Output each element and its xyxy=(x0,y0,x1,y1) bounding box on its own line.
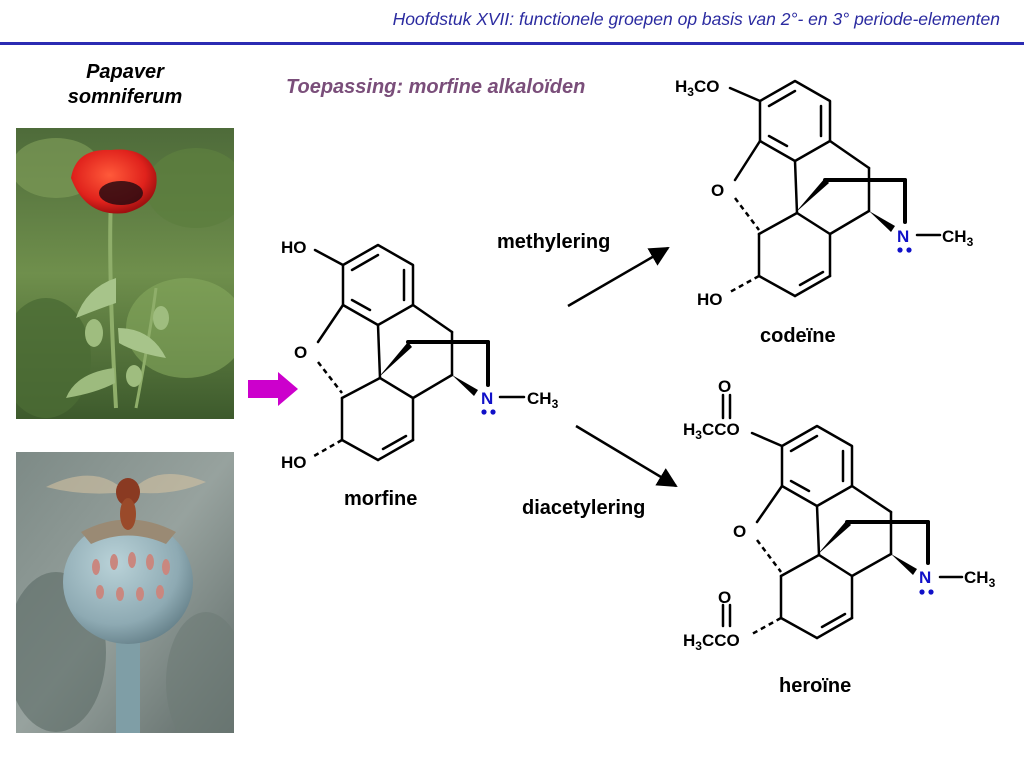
diacetylation-label: diacetylering xyxy=(522,497,645,519)
diacetylation-arrow xyxy=(575,424,678,488)
codeine-name: codeïne xyxy=(760,325,836,347)
codeine-ring-oxygen: O xyxy=(711,181,724,200)
poppy-capsule-photo xyxy=(16,452,234,733)
codeine-n-methyl: CH3 xyxy=(942,227,974,249)
heroin-lone-pair xyxy=(919,589,934,595)
plant-species: somniferum xyxy=(67,86,183,108)
morphine-nitrogen: N xyxy=(481,389,493,408)
plant-species-name: Papaver somniferum xyxy=(20,60,230,110)
slide-header: Hoofdstuk XVII: functionele groepen op b… xyxy=(0,0,1024,46)
pointer-arrow xyxy=(248,372,298,406)
codeine-hydroxyl: HO xyxy=(697,290,723,309)
morphine-lone-pair xyxy=(481,409,496,415)
plant-genus: Papaver xyxy=(86,61,164,83)
morphine-name: morfine xyxy=(344,488,417,510)
heroin-ring-oxygen: O xyxy=(733,522,746,541)
heroin-top-acetyl-group: H3CCO xyxy=(683,420,740,442)
methylation-arrow xyxy=(567,246,670,308)
morphine-top-hydroxyl: HO xyxy=(281,238,307,257)
chapter-title: Hoofdstuk XVII: functionele groepen op b… xyxy=(392,9,1000,29)
heroin-nitrogen: N xyxy=(919,568,931,587)
heroin-bottom-acetyl-group: H3CCO xyxy=(683,631,740,653)
methylation-label: methylering xyxy=(497,231,610,253)
morphine-structure: HO O HO N CH3 morfine xyxy=(281,238,559,510)
heroin-bottom-carbonyl-oxygen: O xyxy=(718,588,731,607)
heroin-structure: O H3CCO O O H3CCO N CH3 heroïne xyxy=(683,377,996,697)
heroin-n-methyl: CH3 xyxy=(964,568,996,590)
header-divider xyxy=(0,42,1024,45)
morphine-bottom-hydroxyl: HO xyxy=(281,453,307,472)
poppy-flower-photo xyxy=(16,128,234,419)
codeine-structure: H3CO O HO N CH3 codeïne xyxy=(675,77,974,347)
heroin-top-carbonyl-oxygen: O xyxy=(718,377,731,396)
slide-subtitle: Toepassing: morfine alkaloïden xyxy=(286,76,586,98)
codeine-lone-pair xyxy=(897,247,912,253)
heroin-name: heroïne xyxy=(779,675,851,697)
morphine-n-methyl: CH3 xyxy=(527,389,559,411)
codeine-nitrogen: N xyxy=(897,227,909,246)
morphine-ring-oxygen: O xyxy=(294,343,307,362)
codeine-methoxy-group: H3CO xyxy=(675,77,719,99)
